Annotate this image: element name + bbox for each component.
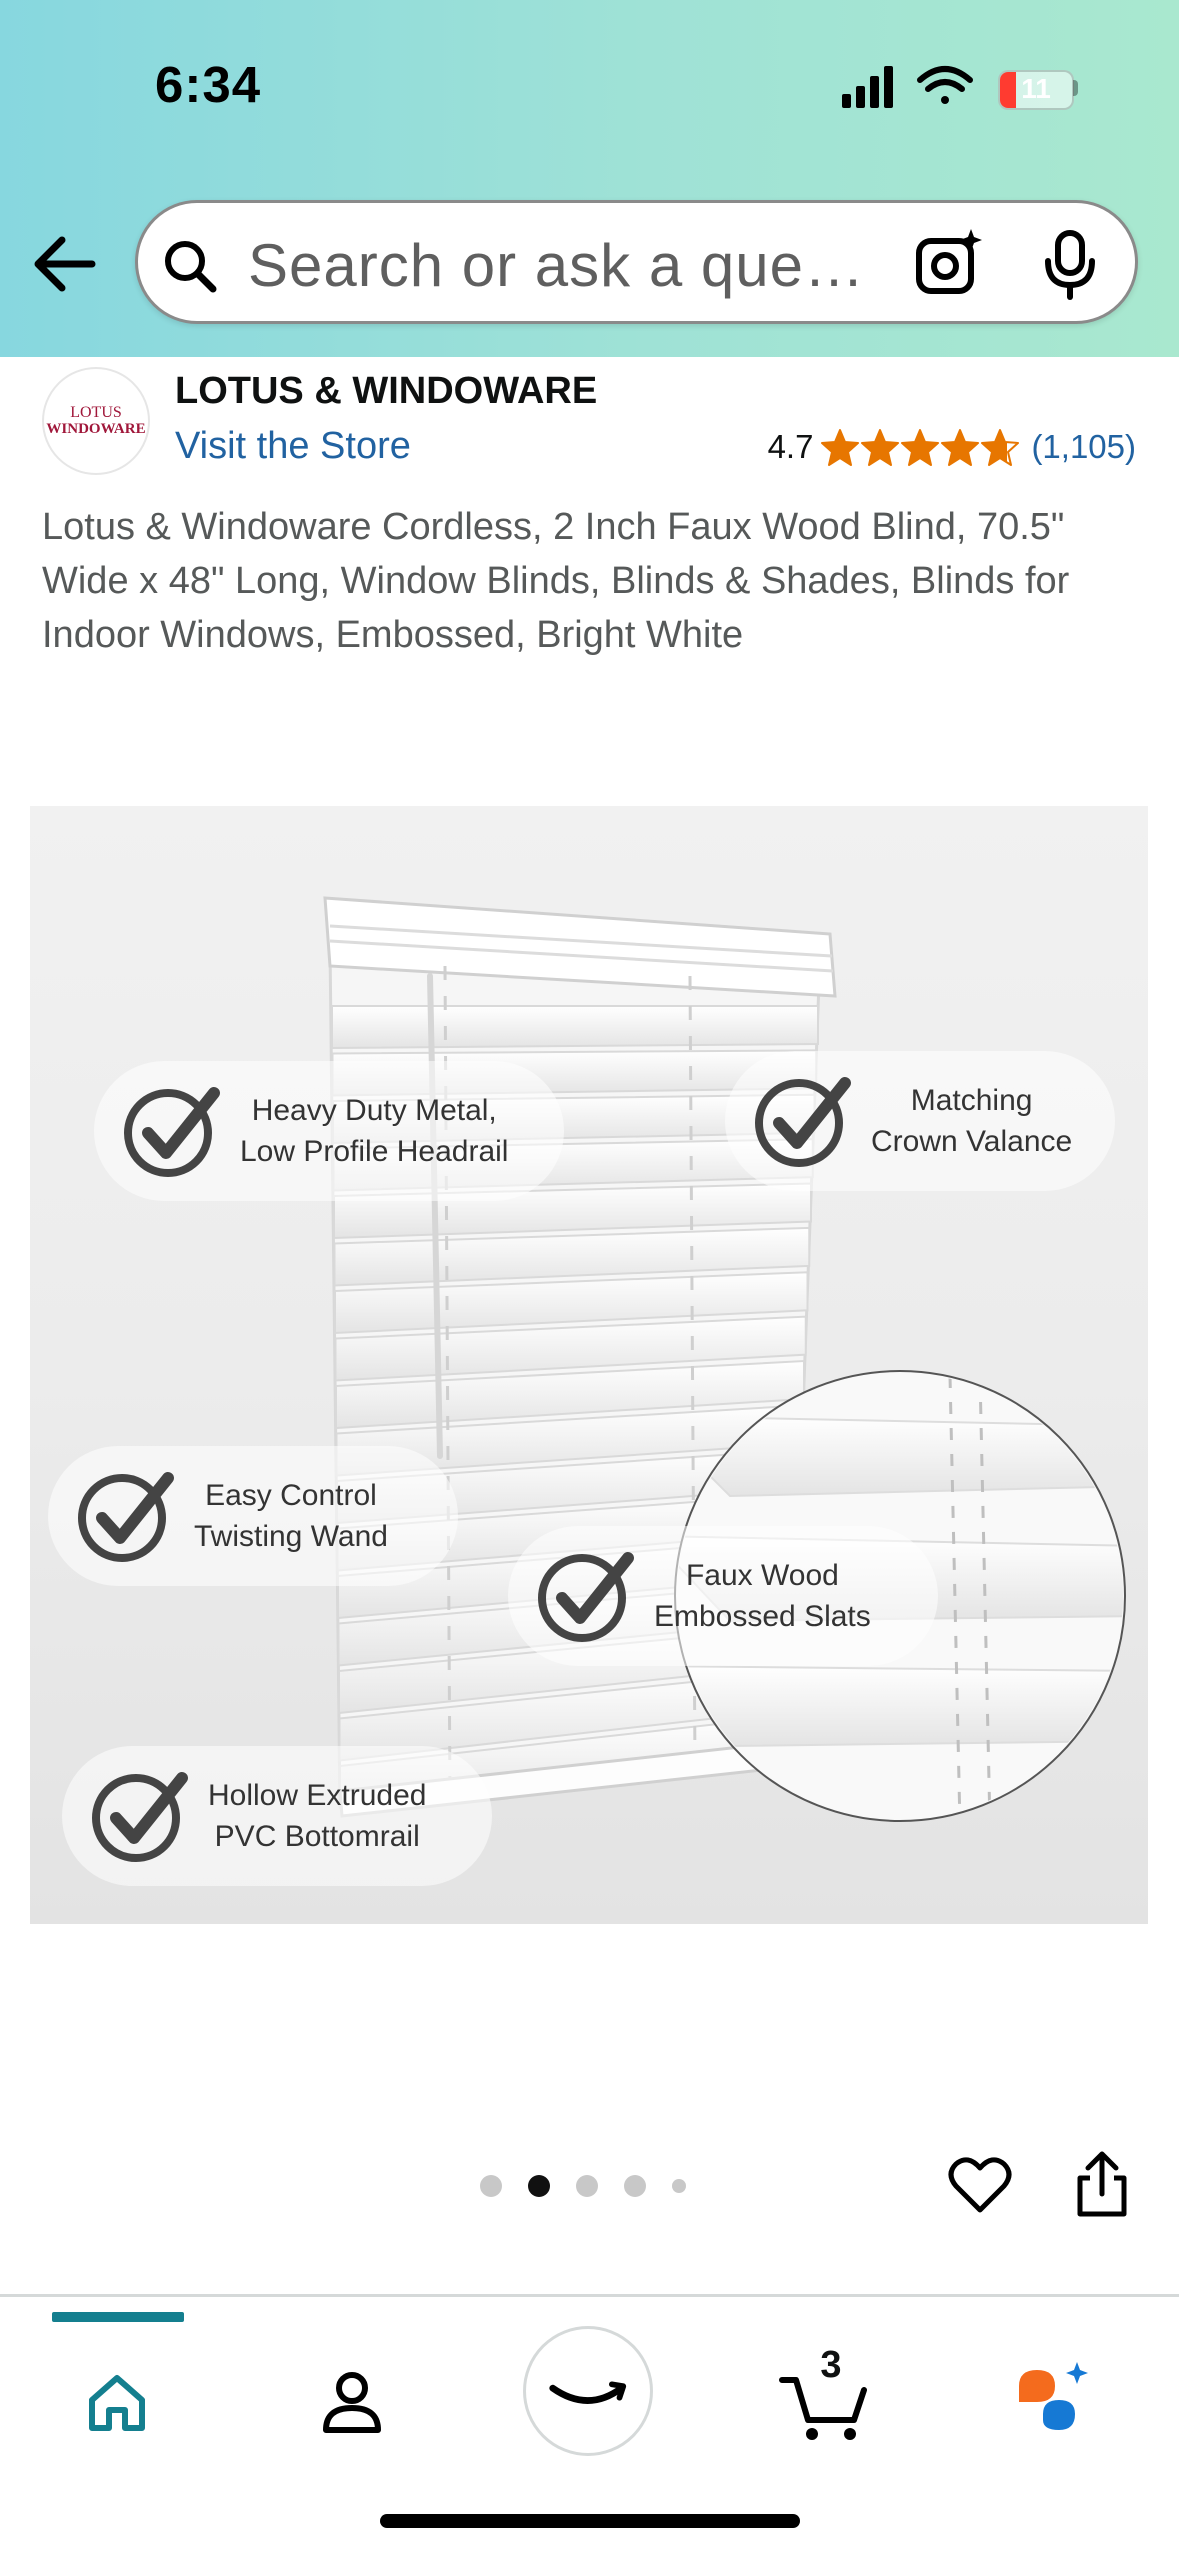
battery-fill xyxy=(1000,72,1016,108)
rating-value: 4.7 xyxy=(767,428,814,465)
checkmark-icon xyxy=(92,1772,188,1862)
battery-charging-icon: 11 xyxy=(998,70,1074,110)
checkmark-icon xyxy=(755,1077,851,1167)
carousel-dot[interactable] xyxy=(624,2175,646,2197)
cellular-signal-icon xyxy=(842,66,893,108)
star-icon xyxy=(861,429,900,466)
callout-line1: Easy Control xyxy=(205,1479,377,1512)
checkmark-icon xyxy=(124,1087,220,1177)
callout-line2: Twisting Wand xyxy=(194,1520,388,1553)
brand-logo[interactable]: LOTUS WINDOWARE xyxy=(42,367,150,475)
star-icon xyxy=(821,429,860,466)
blind-slat xyxy=(334,1271,809,1335)
callout-line1: Faux Wood xyxy=(685,1559,839,1592)
carousel-dot[interactable] xyxy=(576,2175,598,2197)
checkmark-icon xyxy=(78,1472,174,1562)
cart-icon xyxy=(779,2377,867,2440)
callout-line1: Hollow Extruded xyxy=(208,1779,427,1812)
carousel-dot[interactable] xyxy=(480,2175,502,2197)
tab-home[interactable] xyxy=(62,2348,172,2448)
product-image[interactable]: Heavy Duty Metal, Low Profile Headrail M… xyxy=(30,806,1148,1924)
heart-icon[interactable] xyxy=(948,2154,1012,2218)
tab-rufus[interactable] xyxy=(1003,2348,1113,2448)
callout-bottomrail: Hollow Extruded PVC Bottomrail xyxy=(62,1746,492,1886)
rufus-icon xyxy=(1019,2362,1088,2430)
battery-nub xyxy=(1073,80,1078,96)
logo-line1: LOTUS xyxy=(70,404,122,421)
account-icon xyxy=(323,2372,381,2433)
callout-line1: Heavy Duty Metal, xyxy=(251,1094,497,1127)
rating[interactable]: 4.7 (1,105) xyxy=(768,428,1136,466)
checkmark-icon xyxy=(538,1552,634,1642)
microphone-icon[interactable] xyxy=(1040,229,1100,301)
carousel-dot[interactable] xyxy=(528,2175,550,2197)
product-title: Lotus & Windoware Cordless, 2 Inch Faux … xyxy=(42,506,1070,656)
status-time: 6:34 xyxy=(155,56,262,113)
battery-level: 11 xyxy=(1021,73,1051,104)
callout-line2: Crown Valance xyxy=(871,1125,1073,1158)
search-input[interactable]: Search or ask a que… xyxy=(248,232,865,299)
amazon-button[interactable] xyxy=(523,2326,653,2456)
callout-label: Hollow Extruded PVC Bottomrail xyxy=(208,1775,426,1857)
callout-label: Matching Crown Valance xyxy=(871,1080,1072,1162)
blind-slat xyxy=(334,1315,807,1382)
callout-line2: Embossed Slats xyxy=(654,1600,871,1633)
home-icon xyxy=(89,2375,145,2431)
callout-line2: PVC Bottomrail xyxy=(214,1820,420,1853)
callout-label: Easy Control Twisting Wand xyxy=(194,1475,388,1557)
blind-slat xyxy=(333,1226,811,1287)
callout-label: Faux Wood Embossed Slats xyxy=(654,1555,871,1637)
review-count-link[interactable]: (1,105) xyxy=(1031,428,1136,465)
carousel-dot[interactable] xyxy=(672,2179,686,2193)
star-icon xyxy=(941,429,980,466)
callout-line2: Low Profile Headrail xyxy=(240,1135,509,1168)
app-header: 6:34 11 Search or ask a que… xyxy=(0,0,1179,357)
status-icons xyxy=(842,66,973,108)
callout-line1: Matching xyxy=(910,1084,1033,1117)
home-indicator xyxy=(380,2514,800,2528)
callout-wand: Easy Control Twisting Wand xyxy=(48,1446,458,1586)
divider xyxy=(0,2294,1179,2297)
back-arrow-icon[interactable] xyxy=(30,232,102,296)
callout-headrail: Heavy Duty Metal, Low Profile Headrail xyxy=(94,1061,564,1201)
share-icon[interactable] xyxy=(1072,2150,1132,2220)
search-icon xyxy=(165,241,217,293)
brand-name: LOTUS & WINDOWARE xyxy=(175,370,598,412)
active-tab-indicator xyxy=(52,2312,184,2322)
star-icon xyxy=(901,429,940,466)
star-icon xyxy=(981,429,1020,466)
callout-label: Heavy Duty Metal, Low Profile Headrail xyxy=(240,1090,508,1172)
wifi-icon xyxy=(917,66,973,104)
callout-valance: Matching Crown Valance xyxy=(725,1051,1115,1191)
amazon-smile-icon xyxy=(549,2381,627,2404)
blind-slat xyxy=(331,1005,819,1050)
star-rating xyxy=(821,428,1021,466)
carousel-dots[interactable] xyxy=(480,2175,712,2197)
tab-cart[interactable] xyxy=(770,2348,880,2448)
cart-count: 3 xyxy=(820,2344,842,2386)
logo-line2: WINDOWARE xyxy=(46,421,146,437)
visit-store-link[interactable]: Visit the Store xyxy=(175,425,411,467)
callout-slats: Faux Wood Embossed Slats xyxy=(508,1526,938,1666)
camera-lens-icon[interactable] xyxy=(913,227,985,299)
search-bar[interactable]: Search or ask a que… xyxy=(135,200,1138,324)
tab-account[interactable] xyxy=(297,2348,407,2448)
